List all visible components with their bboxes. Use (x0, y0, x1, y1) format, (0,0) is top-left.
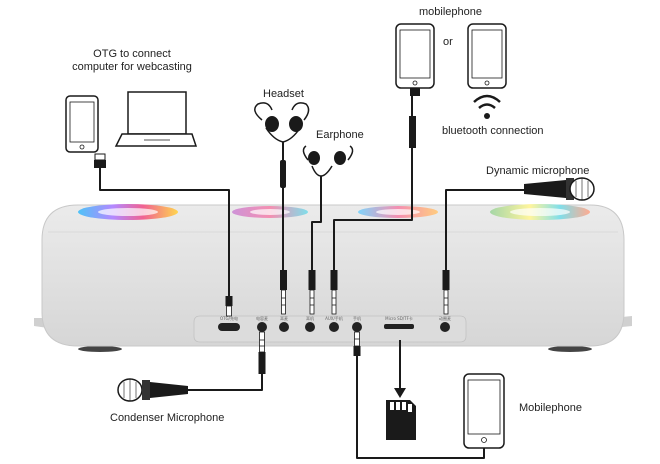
bluetooth-label: bluetooth connection (442, 125, 544, 137)
headset-bud-right (289, 116, 303, 132)
port-label-dynamic: 动圈麦 (439, 315, 451, 321)
bluetooth-wave-icon (473, 94, 501, 119)
mobilephone-top-icon (395, 23, 435, 96)
condenser-mic-icon (117, 378, 188, 402)
earphone-plug (308, 270, 316, 315)
otg-port (218, 323, 240, 331)
dynamic-mic-jack (440, 322, 450, 332)
earphone-jack (305, 322, 315, 332)
otg-label: OTG to connect computer for webcasting (62, 48, 202, 74)
otg-cable (99, 166, 230, 296)
mobilephone-bottom-icon (463, 373, 505, 449)
otg-phone-icon (65, 95, 99, 153)
headset-bud-left (265, 116, 279, 132)
mobilephone-bluetooth-icon (467, 23, 507, 89)
led-ring-2-center (250, 209, 290, 215)
device-rubber-foot (548, 346, 592, 352)
sd-arrow-head (394, 388, 406, 398)
or-label: or (443, 36, 453, 48)
condenser-mic-label: Condenser Microphone (110, 412, 225, 424)
mobile-top-connector (409, 116, 416, 148)
port-label-aux: AUX/手机 (325, 315, 343, 321)
phone-bottom-plug (353, 331, 361, 356)
dynamic-mic-plug (442, 270, 450, 315)
aux-plug (330, 270, 338, 315)
mobile-bottom-cable (356, 352, 485, 459)
earphone-icon (302, 145, 354, 177)
laptop-icon (114, 91, 198, 147)
earphone-bud-left (308, 151, 320, 165)
device-rubber-foot (78, 346, 122, 352)
plugs (225, 116, 450, 374)
led-ring-3-center (376, 209, 420, 215)
port-label-phone: 手机 (353, 315, 361, 321)
led-ring-1-center (98, 208, 158, 216)
otg-plug (225, 296, 233, 317)
led-ring-4-center (510, 208, 570, 216)
condenser-mic-cable (188, 374, 263, 391)
earphone-label: Earphone (316, 129, 364, 141)
micro-sd-slot (384, 324, 414, 329)
phone-jack (352, 322, 362, 332)
condenser-mic-plug (258, 331, 266, 374)
usb-plug-icon (94, 153, 106, 168)
earphone-bud-right (334, 151, 346, 165)
port-label-condenser: 电容麦 (256, 315, 268, 321)
headset-label: Headset (263, 88, 304, 100)
headset-icon (254, 102, 310, 160)
otg-label-text: OTG to connect computer for webcasting (72, 48, 192, 73)
port-label-otg: OTG/充电 (220, 315, 238, 321)
condenser-mic-jack (257, 322, 267, 332)
mobilephone-bottom-label: Mobilephone (519, 402, 582, 414)
port-label-headset: 耳麦 (280, 315, 288, 321)
aux-cable (333, 148, 413, 270)
port-label-earphone: 耳机 (306, 315, 314, 321)
aux-jack (329, 322, 339, 332)
micro-sd-card-icon (386, 400, 416, 440)
headset-plug (280, 270, 287, 315)
mobilephone-top-label: mobilephone (419, 6, 482, 18)
earphone-cable (311, 176, 322, 270)
dynamic-mic-label: Dynamic microphone (486, 165, 590, 177)
port-label-sd: Micro SD/TF卡 (385, 315, 413, 321)
headset-mic-remote (280, 160, 286, 188)
dynamic-mic-icon (524, 177, 595, 201)
headset-jack (279, 322, 289, 332)
